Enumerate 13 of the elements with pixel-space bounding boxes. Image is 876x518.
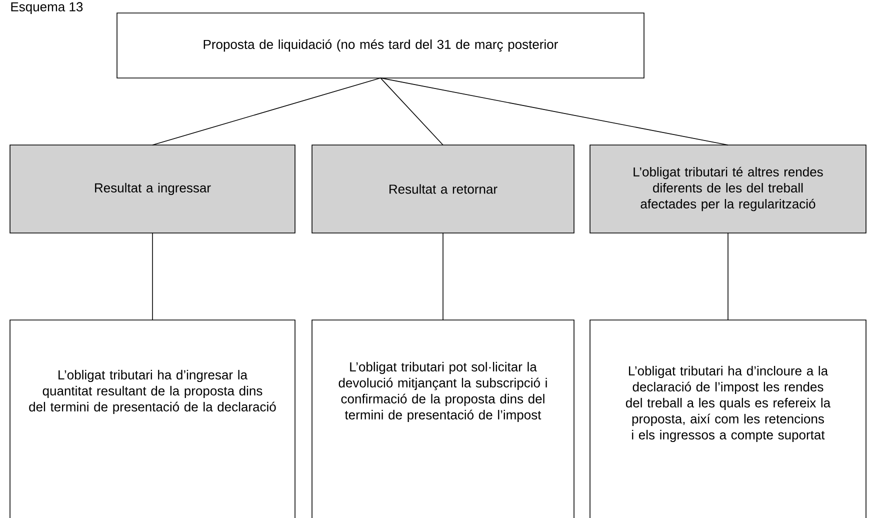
text-box: L’obligat tributari ha d’ingresar la quantitat resultant de la proposta dins del termini de presentació de la declaració bbox=[10, 320, 296, 518]
connector-line bbox=[152, 78, 381, 146]
shaded-box: Resultat a ingressar bbox=[10, 144, 296, 234]
connector-line bbox=[152, 232, 153, 320]
shaded-box: L’obligat tributari té altres rendes diferents de les del treball afectades per la regularització bbox=[590, 144, 866, 234]
connector-line bbox=[380, 78, 728, 146]
text-box: Proposta de liquidació (no més tard del 31 de març posterior bbox=[116, 12, 644, 78]
connector-line bbox=[442, 232, 444, 320]
text-box: L’obligat tributari pot sol·licitar la devolució mitjançant la subscripció i confirmació de la proposta dins del termini de presentació de l’impost bbox=[312, 320, 574, 518]
connector-line bbox=[380, 78, 444, 146]
caption-label: Esquema 13 bbox=[11, 2, 83, 14]
text-box: L’obligat tributari ha d’incloure a la declaració de l’impost les rendes del treball a les quals es refereix la proposta, així com les retencions i els ingressos a compte suportat bbox=[590, 320, 866, 518]
shaded-box: Resultat a retornar bbox=[312, 144, 574, 234]
